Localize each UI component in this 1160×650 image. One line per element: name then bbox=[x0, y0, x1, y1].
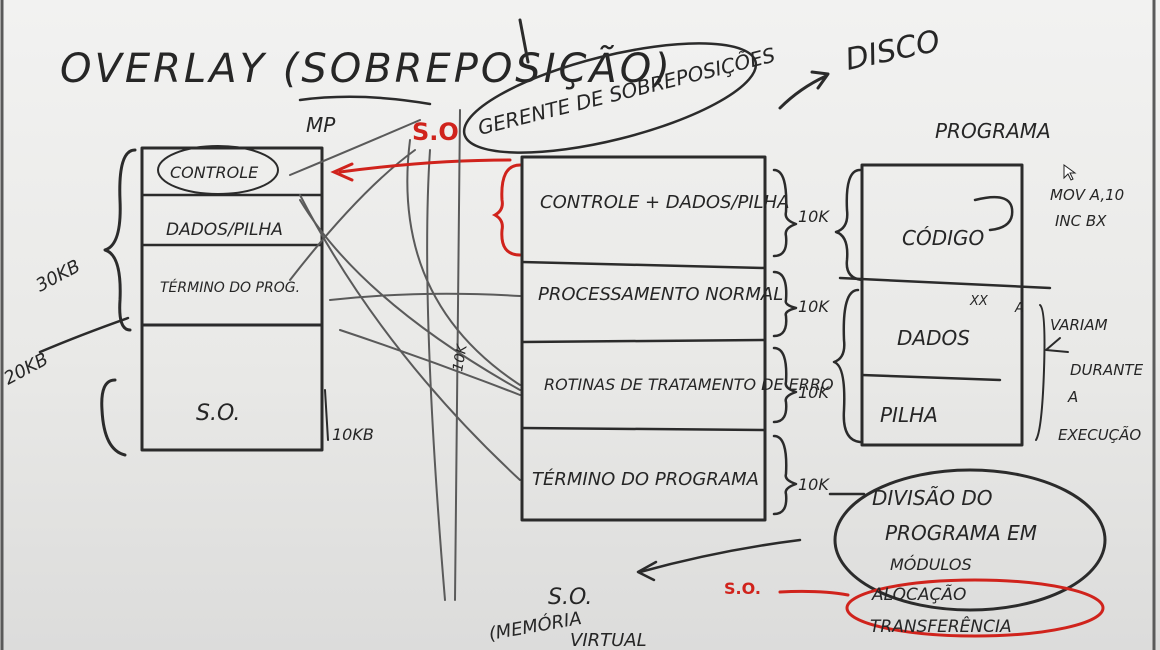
alocacao-label: ALOCAÇÃO bbox=[871, 583, 966, 605]
variam-1: VARIAM bbox=[1050, 316, 1108, 334]
so-red-label: S.O bbox=[412, 118, 459, 146]
module-4-text: TÉRMINO DO PROGRAMA bbox=[532, 468, 759, 490]
module-2-size: 10K bbox=[798, 297, 830, 316]
disco-label: DISCO bbox=[842, 24, 943, 78]
programa-a: A bbox=[1014, 301, 1024, 316]
programa-label: PROGRAMA bbox=[935, 119, 1051, 143]
module-2-text: PROCESSAMENTO NORMAL bbox=[538, 284, 783, 305]
disco-arrow-head bbox=[810, 70, 830, 90]
variam-4: EXECUÇÃO bbox=[1058, 425, 1141, 444]
link-arrow-8 bbox=[406, 139, 521, 386]
link-arrow-7 bbox=[426, 149, 446, 601]
module-divider-2 bbox=[520, 338, 767, 344]
size-so-10kb: 10KB bbox=[332, 425, 374, 444]
module-stack bbox=[520, 155, 767, 522]
module-1-text: CONTROLE + DADOS/PILHA bbox=[540, 192, 790, 213]
so-red-2: S.O. bbox=[724, 579, 761, 598]
title-paren bbox=[518, 18, 530, 64]
arrow-20kb bbox=[38, 316, 130, 354]
so-memoria-arrow-head bbox=[636, 560, 658, 582]
programa-pilha: PILHA bbox=[880, 403, 938, 427]
red-arrow bbox=[338, 158, 512, 174]
memory-block bbox=[140, 146, 324, 452]
programa-brace-top bbox=[834, 168, 864, 282]
programa-block bbox=[860, 163, 1024, 447]
so-memoria-arrow bbox=[638, 538, 802, 574]
brace-module-1 bbox=[772, 168, 798, 258]
mem-termino: TÉRMINO DO PROG. bbox=[160, 279, 300, 296]
programa-divider-1 bbox=[838, 276, 1052, 290]
red-arrow-head bbox=[330, 162, 354, 182]
link-arrow-3 bbox=[299, 194, 521, 481]
side-10k: 10K bbox=[450, 342, 471, 373]
variam-3: A bbox=[1067, 388, 1078, 406]
variam-arrow bbox=[1045, 337, 1069, 353]
brace-module-3 bbox=[772, 346, 798, 424]
module-1-label: CONTROLE + DADOS/PILHA bbox=[540, 192, 790, 213]
module-2-label: PROCESSAMENTO NORMAL bbox=[538, 284, 783, 305]
programa-xx: XX bbox=[969, 294, 989, 309]
programa-brace-bottom bbox=[832, 288, 862, 444]
module-3-text: ROTINAS DE TRATAMENTO DE ERRO bbox=[544, 375, 834, 394]
center-divider bbox=[454, 109, 461, 601]
alocacao-bubble bbox=[845, 578, 1105, 638]
module-4-label: TÉRMINO DO PROGRAMA bbox=[532, 468, 759, 490]
gerente-bubble bbox=[462, 42, 758, 154]
so-memoria-3: VIRTUAL bbox=[570, 630, 647, 650]
module-4-size: 10K bbox=[798, 475, 830, 494]
programa-right-brace bbox=[1035, 304, 1046, 441]
programa-divider-2 bbox=[860, 373, 1002, 382]
mp-arrow bbox=[298, 95, 432, 106]
variam-2: DURANTE bbox=[1070, 361, 1144, 379]
controle-circle bbox=[157, 145, 279, 195]
divisao-bubble bbox=[833, 468, 1107, 612]
brace-30kb bbox=[103, 148, 137, 332]
mem-dados-pilha: DADOS/PILHA bbox=[166, 220, 283, 240]
code-line-1: MOV A,10 bbox=[1050, 186, 1124, 204]
so-memoria-2: (MEMÓRIA bbox=[487, 607, 583, 645]
module-1-size: 10K bbox=[798, 207, 830, 226]
link-arrow-1 bbox=[289, 119, 421, 176]
module-divider-1 bbox=[520, 260, 767, 270]
programa-codigo: CÓDIGO bbox=[902, 226, 984, 250]
divisao-line-2: PROGRAMA EM bbox=[885, 521, 1037, 545]
divisao-line-1: DIVISÃO DO bbox=[872, 486, 993, 510]
mem-so: S.O. bbox=[196, 401, 240, 426]
divisao-line-3: MÓDULOS bbox=[890, 555, 972, 574]
so-red-2-arrow bbox=[778, 589, 850, 597]
link-arrow-4 bbox=[329, 292, 521, 301]
link-arrow-5 bbox=[289, 149, 416, 281]
transferencia-label: TRANSFERÊNCIA bbox=[870, 615, 1012, 637]
mouse-cursor-icon bbox=[1063, 164, 1077, 181]
mem-controle: CONTROLE bbox=[170, 163, 259, 182]
module-3-size: 10K bbox=[798, 383, 830, 402]
code-line-2: INC BX bbox=[1055, 212, 1107, 230]
so-memoria-1: S.O. bbox=[548, 585, 592, 610]
brace-module-4 bbox=[772, 434, 798, 516]
brace-so bbox=[100, 378, 127, 457]
module-3-label: ROTINAS DE TRATAMENTO DE ERRO bbox=[544, 375, 834, 394]
codigo-arrow bbox=[973, 195, 1014, 232]
size-20kb: 20KB bbox=[0, 349, 51, 390]
so-size-tick bbox=[324, 389, 329, 441]
programa-dados: DADOS bbox=[897, 326, 970, 350]
module-divider-3 bbox=[520, 426, 767, 432]
red-brace bbox=[491, 163, 522, 257]
title-overlay: OVERLAY (SOBREPOSIÇÃO) bbox=[60, 44, 673, 92]
size-30kb: 30KB bbox=[32, 256, 83, 297]
brace-module-2 bbox=[772, 270, 798, 338]
mp-label: MP bbox=[306, 113, 336, 137]
disco-arrow bbox=[778, 74, 828, 110]
